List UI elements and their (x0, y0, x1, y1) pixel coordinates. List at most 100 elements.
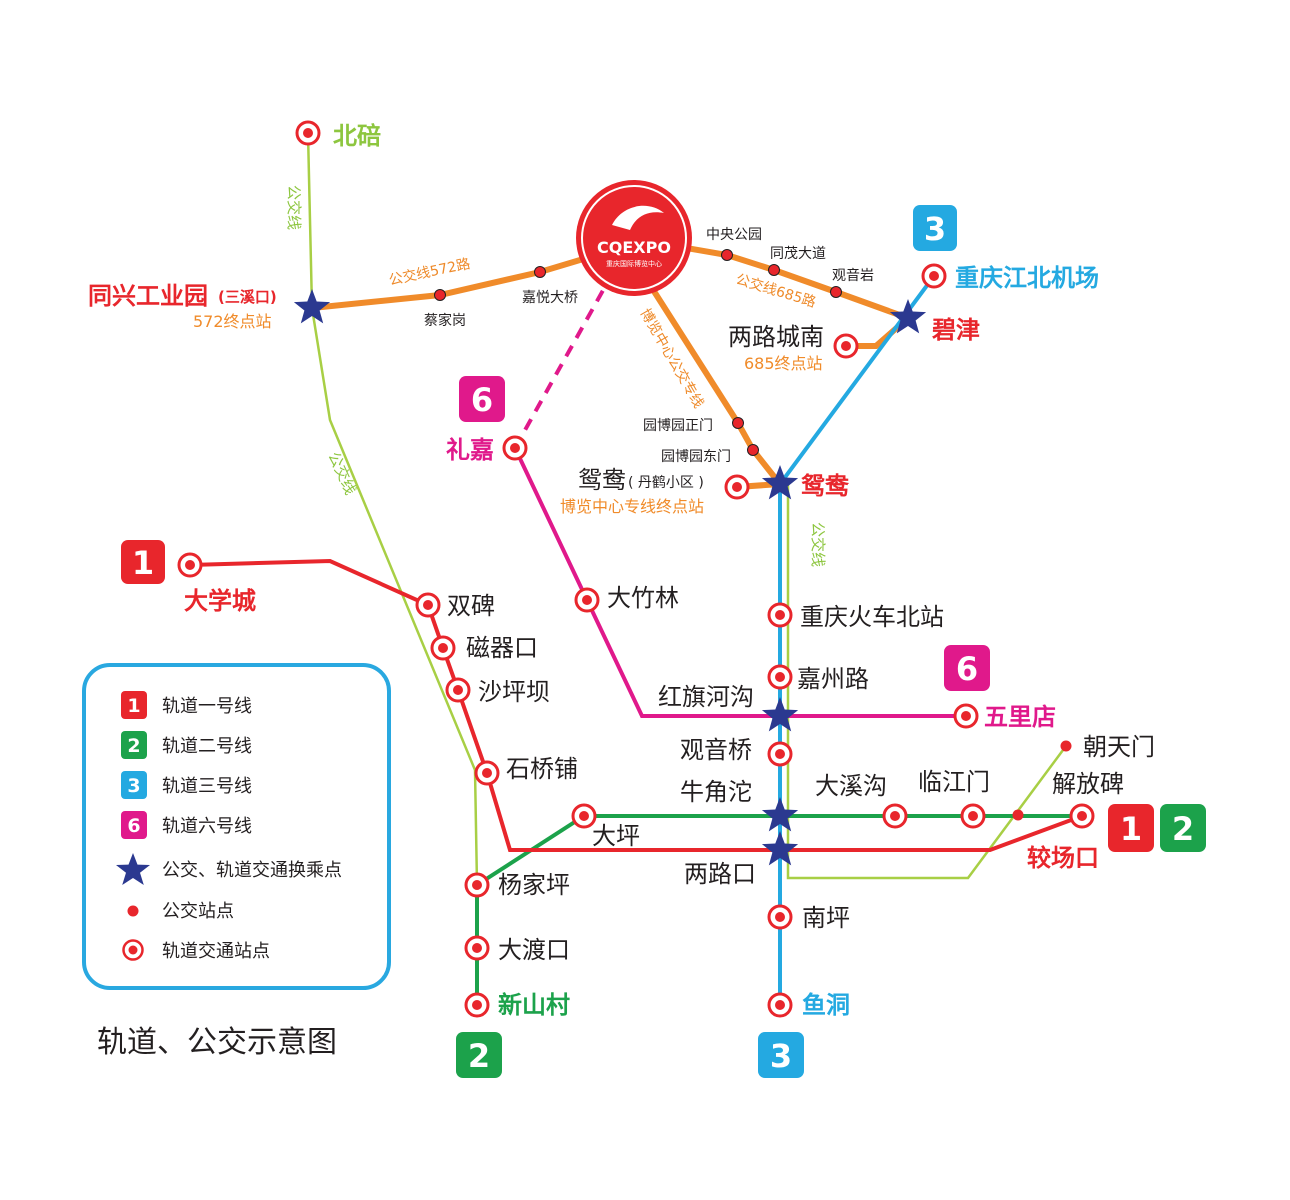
station-lianglu-chengnan (833, 333, 859, 359)
label-yuanboyuan-zhengmen: 园博园正门 (643, 417, 713, 434)
transfer-star-liangkou (761, 831, 799, 866)
svg-text:3: 3 (770, 1037, 792, 1075)
label-zhongyanggongyuan: 中央公园 (706, 227, 762, 243)
station-ciqikou (430, 635, 456, 661)
label-dazhulin: 大竹林 (607, 584, 679, 612)
line6-badge-wulidian: 6 (944, 645, 990, 691)
svg-text:2: 2 (127, 735, 140, 757)
line2-badge-jiaochangkou: 2 (1160, 804, 1206, 852)
label-bus-line-diagonal: 公交线 (324, 449, 359, 497)
label-lianglu-chengnan: 两路城南 (728, 323, 824, 351)
svg-text:1: 1 (127, 695, 140, 717)
station-jiangbei-airport (921, 263, 947, 289)
station-nanping (767, 904, 793, 930)
station-lijia (502, 435, 528, 461)
line1-badge-daxuecheng: 1 (121, 540, 165, 584)
legend-rail-station-icon (122, 939, 144, 961)
label-tongxing-note: (三溪口) (218, 288, 277, 306)
svg-text:3: 3 (924, 210, 946, 248)
station-wulidian (953, 703, 979, 729)
line2-badge-bottom: 2 (456, 1032, 502, 1078)
label-xinshancun: 新山村 (498, 991, 570, 1019)
label-shuangbei: 双碑 (447, 592, 495, 620)
label-hongqihegou: 红旗河沟 (658, 683, 754, 711)
svg-text:2: 2 (468, 1037, 490, 1075)
label-yudong: 鱼洞 (802, 991, 850, 1019)
label-chongqing-north: 重庆火车北站 (800, 603, 944, 631)
station-shuangbei (415, 592, 441, 618)
transfer-star-tongxing (293, 289, 331, 324)
svg-text:6: 6 (127, 815, 140, 837)
label-daxigou: 大溪沟 (815, 772, 887, 800)
label-daxuecheng: 大学城 (184, 587, 256, 615)
legend-line3: 轨道三号线 (162, 776, 252, 797)
line3-track (778, 274, 936, 1005)
station-jiaochangkou (1069, 803, 1095, 829)
station-jiazhoulu (767, 664, 793, 690)
legend-bus-stop-icon (127, 905, 139, 917)
transfer-points (293, 289, 927, 866)
label-lijia: 礼嘉 (446, 436, 494, 464)
label-guanyinqiao: 观音桥 (680, 736, 752, 764)
legend-transfer: 公交、轨道交通换乘点 (162, 860, 342, 881)
station-daxigou (882, 803, 908, 829)
svg-text:1: 1 (1120, 810, 1142, 848)
line6-badge-lijia: 6 (459, 376, 505, 422)
label-tongmaodadao: 同茂大道 (770, 245, 826, 262)
legend-bus-stop: 公交站点 (162, 901, 234, 922)
legend-line1: 轨道一号线 (162, 696, 252, 717)
line3-badge-top: 3 (913, 205, 957, 251)
station-daxuecheng (177, 552, 203, 578)
label-ciqikou: 磁器口 (466, 634, 538, 662)
label-jiangbei-airport: 重庆江北机场 (955, 264, 1099, 292)
rail-stations (177, 120, 1095, 1018)
line6-track (513, 447, 966, 718)
transfer-star-bijin (889, 299, 927, 334)
label-expo-terminal: 博览中心专线终点站 (560, 497, 704, 516)
legend-rail-station: 轨道交通站点 (162, 941, 270, 962)
station-dadukou (464, 935, 490, 961)
label-wulidian: 五里店 (984, 703, 1056, 731)
station-dazhulin (574, 587, 600, 613)
legend: 1 轨道一号线 2 轨道二号线 3 轨道三号线 6 轨道六号线 公交、轨道交通换… (82, 663, 391, 990)
station-daping (571, 803, 597, 829)
station-chongqing-north (767, 602, 793, 628)
svg-text:6: 6 (956, 650, 978, 688)
label-yuanyang-note: ( 丹鹤小区 ) (628, 475, 704, 491)
station-shiqiaopu (474, 760, 500, 786)
station-yangjiaping (464, 872, 490, 898)
transfer-star-niujiaotuo (761, 797, 799, 832)
label-guanyinyan: 观音岩 (832, 267, 874, 284)
line1-badge-jiaochangkou: 1 (1108, 804, 1154, 852)
map-title: 轨道、公交示意图 (97, 1025, 337, 1060)
svg-text:6: 6 (471, 381, 493, 419)
station-beibei (295, 120, 321, 146)
label-bijin: 碧津 (931, 316, 980, 344)
label-liangkou: 两路口 (684, 860, 756, 888)
station-yuanyang-left (724, 474, 750, 500)
station-shapingba (445, 677, 471, 703)
svg-text:2: 2 (1172, 810, 1194, 848)
svg-text:1: 1 (132, 544, 154, 582)
label-yangjiaping: 杨家坪 (498, 871, 570, 899)
label-nanping: 南坪 (802, 904, 850, 932)
label-niujiaotuo: 牛角沱 (680, 778, 752, 806)
svg-text:重庆国际博览中心: 重庆国际博览中心 (606, 259, 662, 268)
station-xinshancun (464, 992, 490, 1018)
label-shapingba: 沙坪坝 (478, 678, 550, 706)
label-572-terminal: 572终点站 (193, 312, 272, 331)
line6-planned-extension (513, 284, 608, 449)
label-bus685: 公交线685路 (734, 271, 818, 311)
svg-text:CQEXPO: CQEXPO (597, 238, 671, 257)
cqexpo-logo: CQEXPO 重庆国际博览中心 (576, 180, 692, 296)
bus-stops (434, 249, 1072, 821)
label-bus572: 公交线572路 (387, 255, 471, 289)
label-bus-line-vertical: 公交线 (285, 185, 303, 230)
label-jiefangbei: 解放碑 (1052, 770, 1124, 798)
label-jiaochangkou: 较场口 (1027, 844, 1099, 872)
legend-star-icon (116, 853, 150, 885)
label-jiazhoulu: 嘉州路 (797, 665, 869, 693)
label-daping: 大坪 (592, 822, 640, 850)
label-bus-line-right: 公交线 (809, 522, 827, 567)
